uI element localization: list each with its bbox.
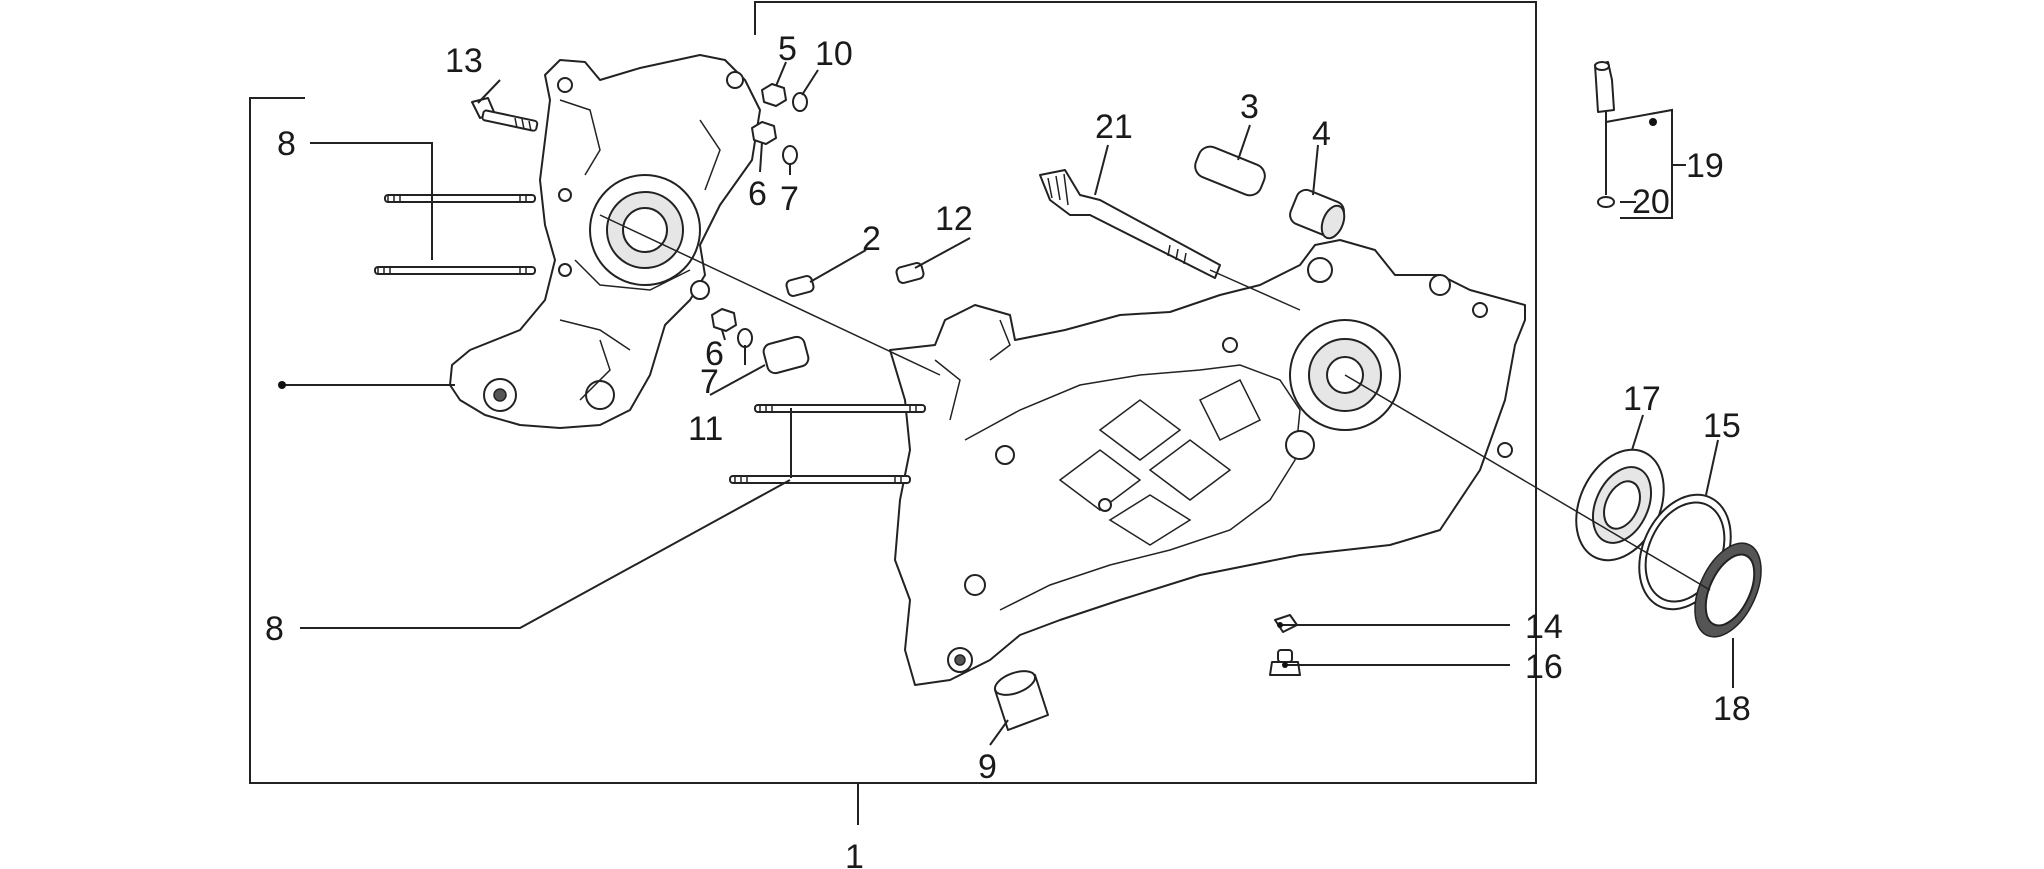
callout-18: 18 [1713, 690, 1751, 728]
studs [374, 194, 926, 484]
dot-markers [278, 118, 1657, 668]
bolt-13 [471, 97, 539, 132]
callout-11: 11 [688, 410, 723, 448]
callout-8a: 8 [277, 125, 296, 163]
left-crankcase-half [449, 54, 761, 429]
callout-15: 15 [1703, 407, 1741, 445]
callout-6b: 6 [705, 335, 724, 373]
callout-7a: 7 [780, 180, 799, 218]
callout-19: 19 [1686, 147, 1724, 185]
callout-13: 13 [445, 42, 483, 80]
dipstick [1594, 61, 1615, 208]
callout-7b: 7 [700, 363, 719, 401]
dot-marker-icon [1277, 622, 1283, 628]
callout-8b: 8 [265, 610, 284, 648]
assembly-frame [249, 1, 1537, 825]
callout-2: 2 [862, 220, 881, 258]
callout-21: 21 [1095, 108, 1133, 146]
nuts-and-washers [711, 83, 808, 348]
dot-marker-icon [1282, 662, 1288, 668]
callout-17: 17 [1623, 380, 1661, 418]
callout-9: 9 [978, 748, 997, 786]
callout-10: 10 [815, 35, 853, 73]
callout-1: 1 [845, 838, 864, 869]
dot-marker-icon [1649, 118, 1657, 126]
leader-lines [282, 61, 1734, 746]
bushing-9 [993, 670, 1049, 731]
bearing-and-seals [1575, 448, 1762, 638]
callout-3: 3 [1240, 88, 1259, 126]
right-crankcase-half [889, 239, 1526, 686]
callout-20: 20 [1632, 183, 1670, 221]
callout-14: 14 [1525, 608, 1563, 646]
callout-12: 12 [935, 200, 973, 238]
callout-6a: 6 [748, 175, 767, 213]
shaft-21 [1039, 145, 1346, 279]
callout-16: 16 [1525, 648, 1563, 686]
callout-5: 5 [778, 30, 797, 68]
axis-lines [599, 214, 1711, 591]
callout-labels: 1 2 3 4 5 6 6 7 7 8 8 9 10 11 12 13 14 1… [265, 30, 1751, 869]
dot-marker-icon [278, 381, 286, 389]
callout-4: 4 [1312, 115, 1331, 153]
